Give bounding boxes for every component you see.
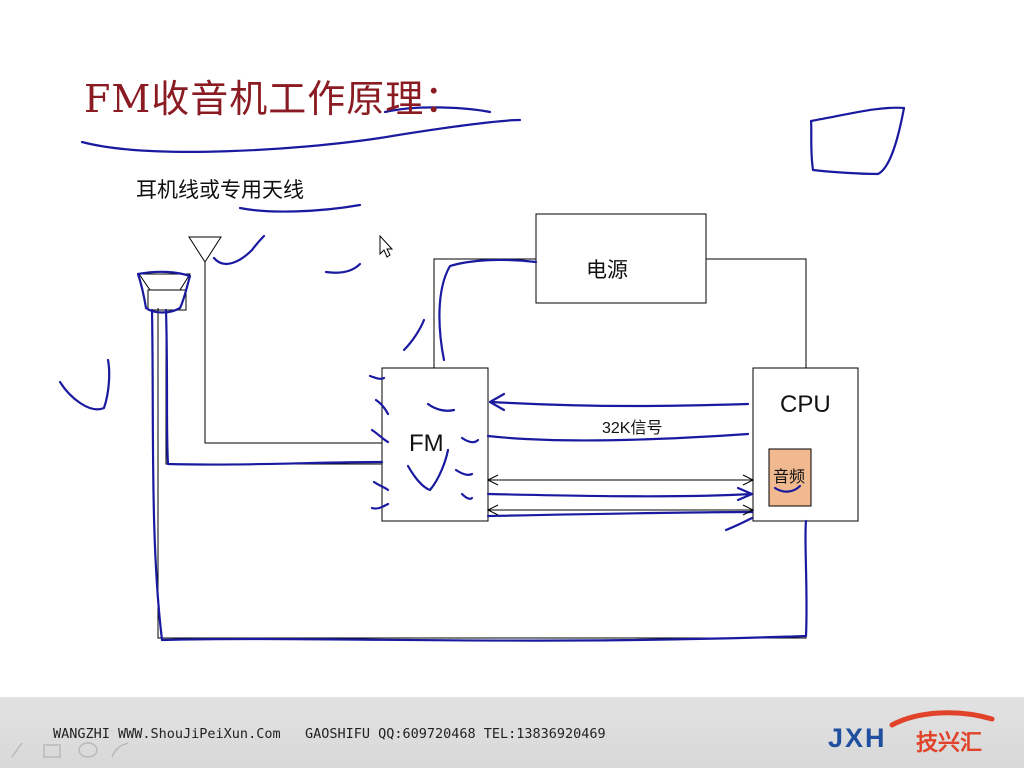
slide-footer: WANGZHI WWW.ShouJiPeiXun.Com GAOSHIFU QQ… [0,697,1024,768]
cpu-label: CPU [780,391,831,418]
speaker-wire-ink [164,308,384,466]
slide-toolbar[interactable] [4,737,134,761]
brand-logo: JXH 技兴汇 [818,709,1008,763]
speaker-outline-ink [136,270,192,314]
fm-hatch-6 [454,468,474,476]
brand-latin: JXH [828,723,887,753]
audio-box [768,448,812,507]
left-scribble [58,358,111,411]
brand-chinese: 技兴汇 [916,731,983,756]
signal-label: 32K信号 [602,420,663,437]
signal-32k-ink [486,432,750,442]
mouse-pointer-icon [379,234,394,258]
audio-scribble [773,484,802,493]
antenna-scribble-2 [324,262,362,274]
fm-block [381,367,489,522]
power-label: 电源 [586,259,628,282]
fm-hatch-5 [426,402,456,412]
highlighter-icon[interactable] [111,742,129,758]
title-underline-2 [383,106,492,114]
slides-icon[interactable] [43,744,61,758]
pen-icon[interactable] [11,742,23,758]
fm-label: FM [409,430,444,457]
cpu-to-fm-arrow-ink [490,400,750,408]
fm-cpu-bus-ink-2 [486,510,754,518]
fm-hatch-8 [460,436,480,444]
antenna-icon [188,236,222,263]
subtitle-underline [238,203,362,213]
speaker-to-fm-wire [165,310,382,465]
fm-hatch-4 [370,502,390,510]
bus-arrowhead-right [736,486,754,502]
fm-hatch-3 [372,480,390,492]
bus-arrowheads [486,474,755,516]
contact-text: WANGZHI WWW.ShouJiPeiXun.Com GAOSHIFU QQ… [53,726,606,742]
circuit-diagram [58,106,906,642]
fm-top-scribble-2 [368,374,386,380]
brand-swoosh-icon [889,710,995,728]
cpu-to-fm-arrow-head [488,392,506,412]
power-ink [438,258,538,362]
cpu-bottom-scribble [724,516,754,532]
antenna-caption: 耳机线或专用天线 [136,178,304,202]
fm-hatch-1 [374,398,390,416]
fm-top-scribble-1 [402,318,426,352]
power-to-fm-wire [433,258,536,368]
fm-cpu-bus-ink-1 [486,492,754,498]
antenna-scribble-1 [212,234,266,266]
fm-hatch-2 [370,428,390,444]
antenna-to-fm-wire [204,262,382,444]
fm-inner-scribble [406,448,450,492]
fm-hatch-7 [460,492,474,500]
annotation-icon[interactable] [78,742,98,758]
title-underline [80,118,522,153]
slide-title: FM收音机工作原理： [84,77,464,121]
power-block [535,213,707,304]
corner-scribble [809,106,906,176]
power-to-cpu-wire [706,258,807,368]
ink-annotations [58,106,906,642]
audio-label: 音频 [773,469,806,486]
ground-loop-ink [150,308,808,642]
